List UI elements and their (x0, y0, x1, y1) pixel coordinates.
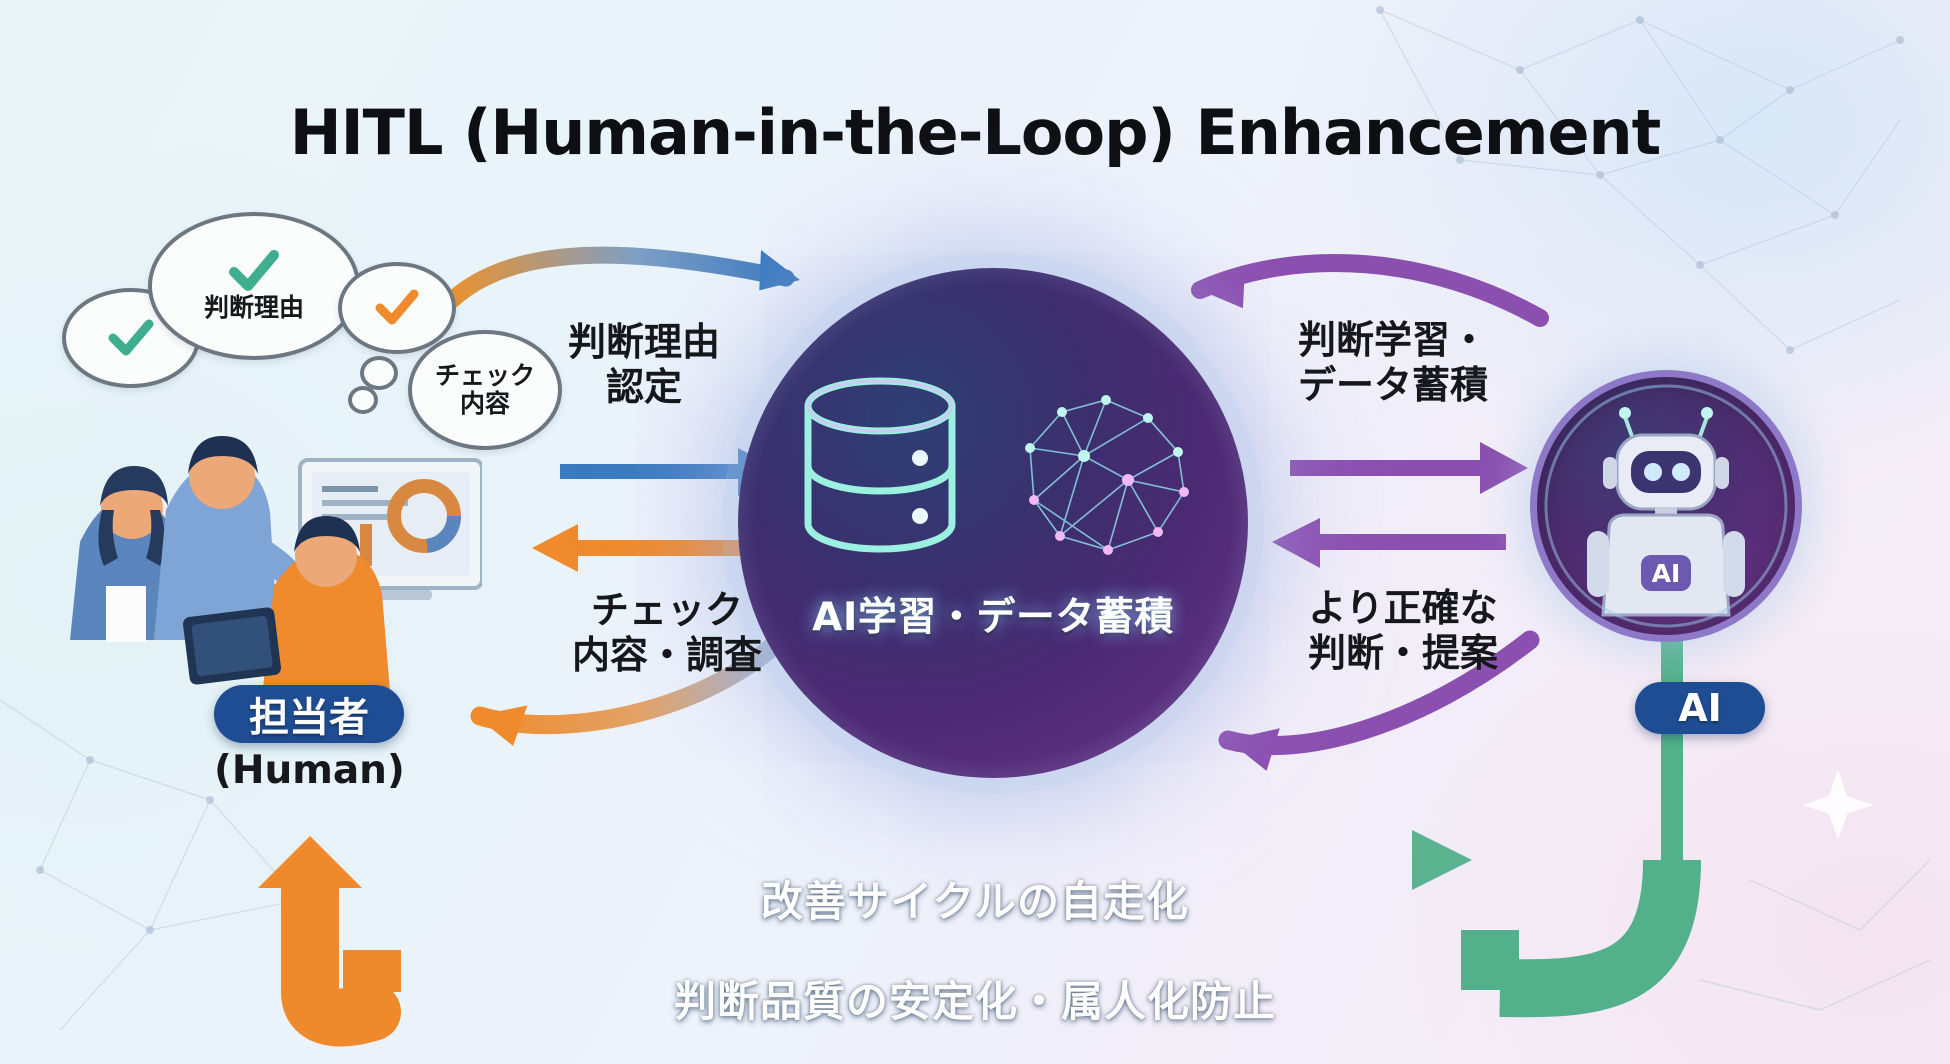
arrow-hub-to-ai-curve (1191, 253, 1549, 327)
flow-label-hub-to-ai-line2: データ蓄積 (1298, 362, 1489, 407)
flow-label-hub-to-human: チェック 内容・調査 (572, 588, 762, 678)
arrow-learning-accumulate-straight (1290, 442, 1528, 494)
flow-label-ai-to-hub-line1: より正確な (1308, 586, 1498, 630)
robot-icon: AI (1544, 384, 1788, 628)
flow-label-ai-to-hub-line2: 判断・提案 (1308, 630, 1499, 675)
central-ai-hub: AI学習・データ蓄積 (722, 252, 1264, 794)
check-green-icon (108, 319, 154, 356)
arrow-human-to-hub-curve (443, 246, 800, 309)
arrow-ai-to-hub-straight (1272, 518, 1506, 568)
bubble-check-content-line2: 内容 (459, 389, 510, 418)
bottom-loop-left-riser (258, 836, 401, 1047)
ai-robot-avatar: AI (1530, 370, 1802, 642)
neural-brain-icon (1025, 395, 1189, 555)
flow-label-human-to-hub-line2: 認定 (606, 364, 683, 409)
hub-label: AI学習・データ蓄積 (812, 595, 1174, 640)
page-title: HITL (Human-in-the-Loop) Enhancement (0, 96, 1950, 169)
flow-label-ai-to-hub: より正確な 判断・提案 (1308, 586, 1498, 676)
flow-label-human-to-hub: 判断理由 認定 (568, 320, 720, 410)
flow-label-hub-to-human-line2: 内容・調査 (572, 632, 763, 677)
arrow-ai-to-hub-curve (1218, 630, 1540, 771)
bubble-check-orange-small (338, 262, 456, 354)
check-orange-icon (375, 289, 419, 325)
bottom-loop-right-riser (1461, 640, 1701, 1018)
bubble-check-content-line1: チェック (434, 361, 535, 390)
ai-badge-label: AI (1678, 686, 1722, 730)
bottom-bar-cycle (310, 829, 1472, 891)
bubble-judgement-reason: 判断理由 (148, 212, 360, 360)
human-badge-label: 担当者 (249, 695, 369, 741)
bubble-tail-dot-small (348, 386, 378, 414)
title-suffix: Enhancement (1195, 96, 1661, 169)
arrow-hub-to-human-curve (470, 630, 790, 747)
check-green-icon (229, 250, 279, 291)
flow-label-hub-to-ai-line1: 判断学習・ (1298, 318, 1489, 362)
arrow-hub-to-human-straight (532, 524, 756, 572)
svg-text:AI: AI (1652, 559, 1681, 588)
human-badge-sublabel: (Human) (214, 748, 405, 793)
bubble-tail-dot-large (360, 356, 398, 390)
bubble-judgement-reason-text: 判断理由 (203, 293, 304, 322)
ai-badge: AI (1635, 682, 1765, 734)
flow-label-hub-to-ai: 判断学習・ データ蓄積 (1298, 318, 1488, 408)
database-icon (804, 377, 956, 553)
bottom-bar-quality-label: 判断品質の安定化・属人化防止 (673, 977, 1276, 1026)
human-badge: 担当者 (214, 685, 404, 743)
title-paren: (Human-in-the-Loop) (463, 96, 1176, 169)
title-main: HITL (289, 96, 444, 169)
human-team-illustration (70, 436, 482, 716)
flow-label-human-to-hub-line1: 判断理由 (568, 320, 721, 364)
bottom-bar-cycle-label: 改善サイクルの自走化 (761, 877, 1189, 926)
bubble-check-content: チェック 内容 (408, 330, 562, 450)
flow-label-hub-to-human-line1: チェック (591, 588, 744, 632)
